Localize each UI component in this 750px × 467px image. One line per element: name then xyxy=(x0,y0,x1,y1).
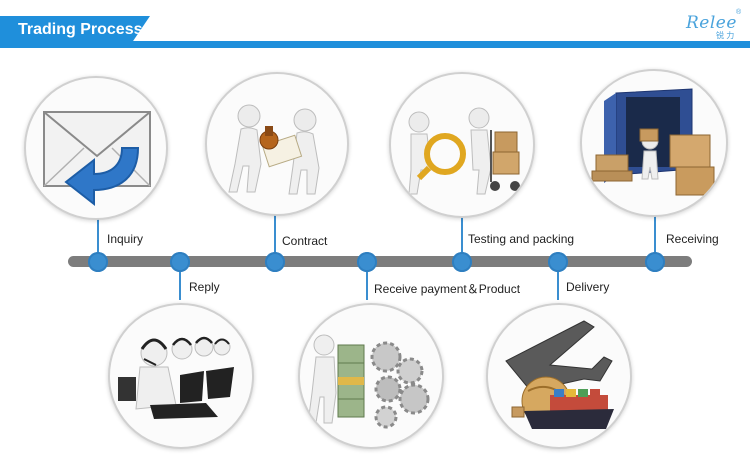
plane-ship-icon xyxy=(505,320,614,429)
step-image-inquiry xyxy=(24,76,168,220)
header-bar xyxy=(0,41,750,48)
timeline-dot-testing xyxy=(452,252,472,272)
step-label-payment: Receive payment＆Product xyxy=(374,282,521,296)
step-image-delivery xyxy=(486,303,632,449)
step-image-payment xyxy=(298,303,444,449)
stem-reply xyxy=(179,262,181,300)
step-image-reply xyxy=(108,303,254,449)
step-label-reply: Reply xyxy=(189,280,220,294)
timeline-dot-delivery xyxy=(548,252,568,272)
timeline-dot-reply xyxy=(170,252,190,272)
stem-contract xyxy=(274,214,276,258)
step-label-delivery: Delivery xyxy=(566,280,610,294)
step-label-testing: Testing and packing xyxy=(468,232,575,246)
container-boxes-icon xyxy=(591,88,715,196)
step-image-contract xyxy=(205,72,349,216)
brand-logo: Relee xyxy=(686,13,737,33)
step-label-contract: Contract xyxy=(282,234,328,248)
step-image-testing xyxy=(389,72,535,218)
page-header: Trading Process Relee 锐 力 ® xyxy=(0,0,750,48)
handshake-contract-icon xyxy=(228,104,320,195)
stem-inquiry xyxy=(97,214,99,258)
call-center-icon xyxy=(118,336,234,419)
stem-testing xyxy=(461,214,463,258)
timeline-dot-receiving xyxy=(645,252,665,272)
stem-receiving xyxy=(654,214,656,258)
timeline-dot-inquiry xyxy=(88,252,108,272)
timeline-bar xyxy=(68,256,692,267)
timeline-dot-payment xyxy=(357,252,377,272)
stem-delivery xyxy=(557,262,559,300)
registered-mark: ® xyxy=(736,9,742,16)
magnifier-packing-icon xyxy=(408,107,520,195)
envelope-icon xyxy=(43,111,151,207)
page-title: Trading Process xyxy=(18,21,143,38)
step-label-receiving: Receiving xyxy=(666,232,719,246)
brand-logo-subtitle: 锐 力 xyxy=(716,31,735,40)
money-gears-icon xyxy=(307,334,430,429)
step-label-inquiry: Inquiry xyxy=(107,232,144,246)
timeline-dot-contract xyxy=(265,252,285,272)
stem-payment xyxy=(366,262,368,300)
step-image-receiving xyxy=(580,69,728,217)
